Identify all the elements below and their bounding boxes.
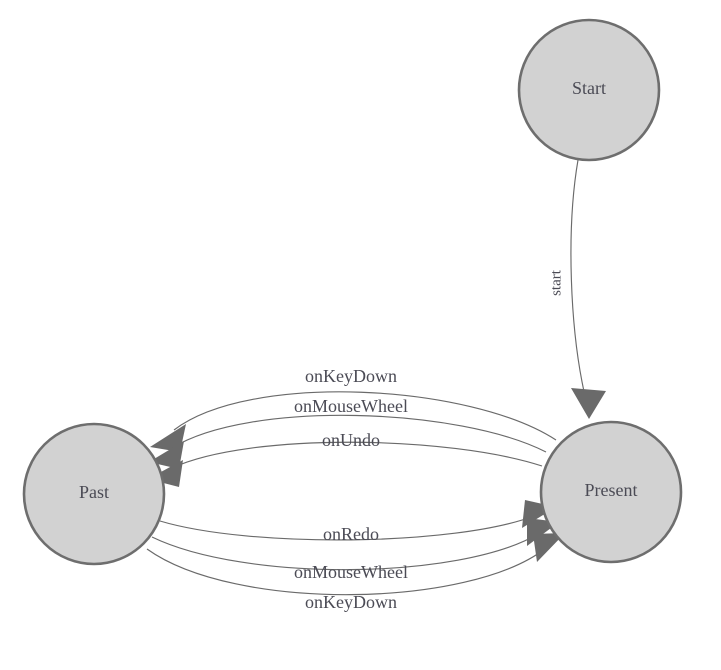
edge-start-to-present-arrowhead xyxy=(571,388,606,419)
node-past-label: Past xyxy=(79,482,109,502)
edge-label-past-present-onkeydown: onKeyDown xyxy=(305,592,397,612)
node-present-label: Present xyxy=(585,480,638,500)
node-present[interactable]: Present xyxy=(539,420,683,564)
edge-label-present-past-onmousewheel: onMouseWheel xyxy=(294,396,408,416)
edge-label-past-present-onmousewheel: onMouseWheel xyxy=(294,562,408,582)
node-start-label: Start xyxy=(572,78,606,98)
edge-past-to-present-onmousewheel-path xyxy=(151,533,539,571)
edge-label-present-past-onkeydown: onKeyDown xyxy=(305,366,397,386)
edge-start-to-present-path xyxy=(570,159,586,397)
edge-present-to-past-onmousewheel[interactable]: onMouseWheel xyxy=(149,396,547,469)
edge-label-past-present-onredo: onRedo xyxy=(323,524,379,544)
edge-start-to-present[interactable]: start xyxy=(548,159,606,419)
edge-label-present-past-onundo: onUndo xyxy=(322,430,380,450)
edge-present-to-past-onmousewheel-arrowhead xyxy=(149,441,184,469)
edge-label-start: start xyxy=(548,269,564,296)
edge-present-to-past-onundo[interactable]: onUndo xyxy=(148,430,543,487)
node-present-circle xyxy=(539,420,683,564)
edge-past-to-present-onkeydown[interactable]: onKeyDown xyxy=(146,533,565,612)
node-past-circle xyxy=(22,422,166,566)
edge-present-to-past-onkeydown-path xyxy=(173,391,557,441)
node-start[interactable]: Start xyxy=(517,18,661,162)
edge-present-to-past-onmousewheel-path xyxy=(171,414,547,453)
edge-present-to-past-onundo-path xyxy=(171,441,543,469)
edge-past-to-present-onredo[interactable]: onRedo xyxy=(159,500,556,544)
node-past[interactable]: Past xyxy=(22,422,166,566)
edge-past-to-present-onkeydown-arrowhead xyxy=(533,533,565,562)
node-start-circle xyxy=(517,18,661,162)
edge-past-to-present-onkeydown-path xyxy=(146,547,547,596)
edge-past-to-present-onredo-path xyxy=(159,515,535,541)
